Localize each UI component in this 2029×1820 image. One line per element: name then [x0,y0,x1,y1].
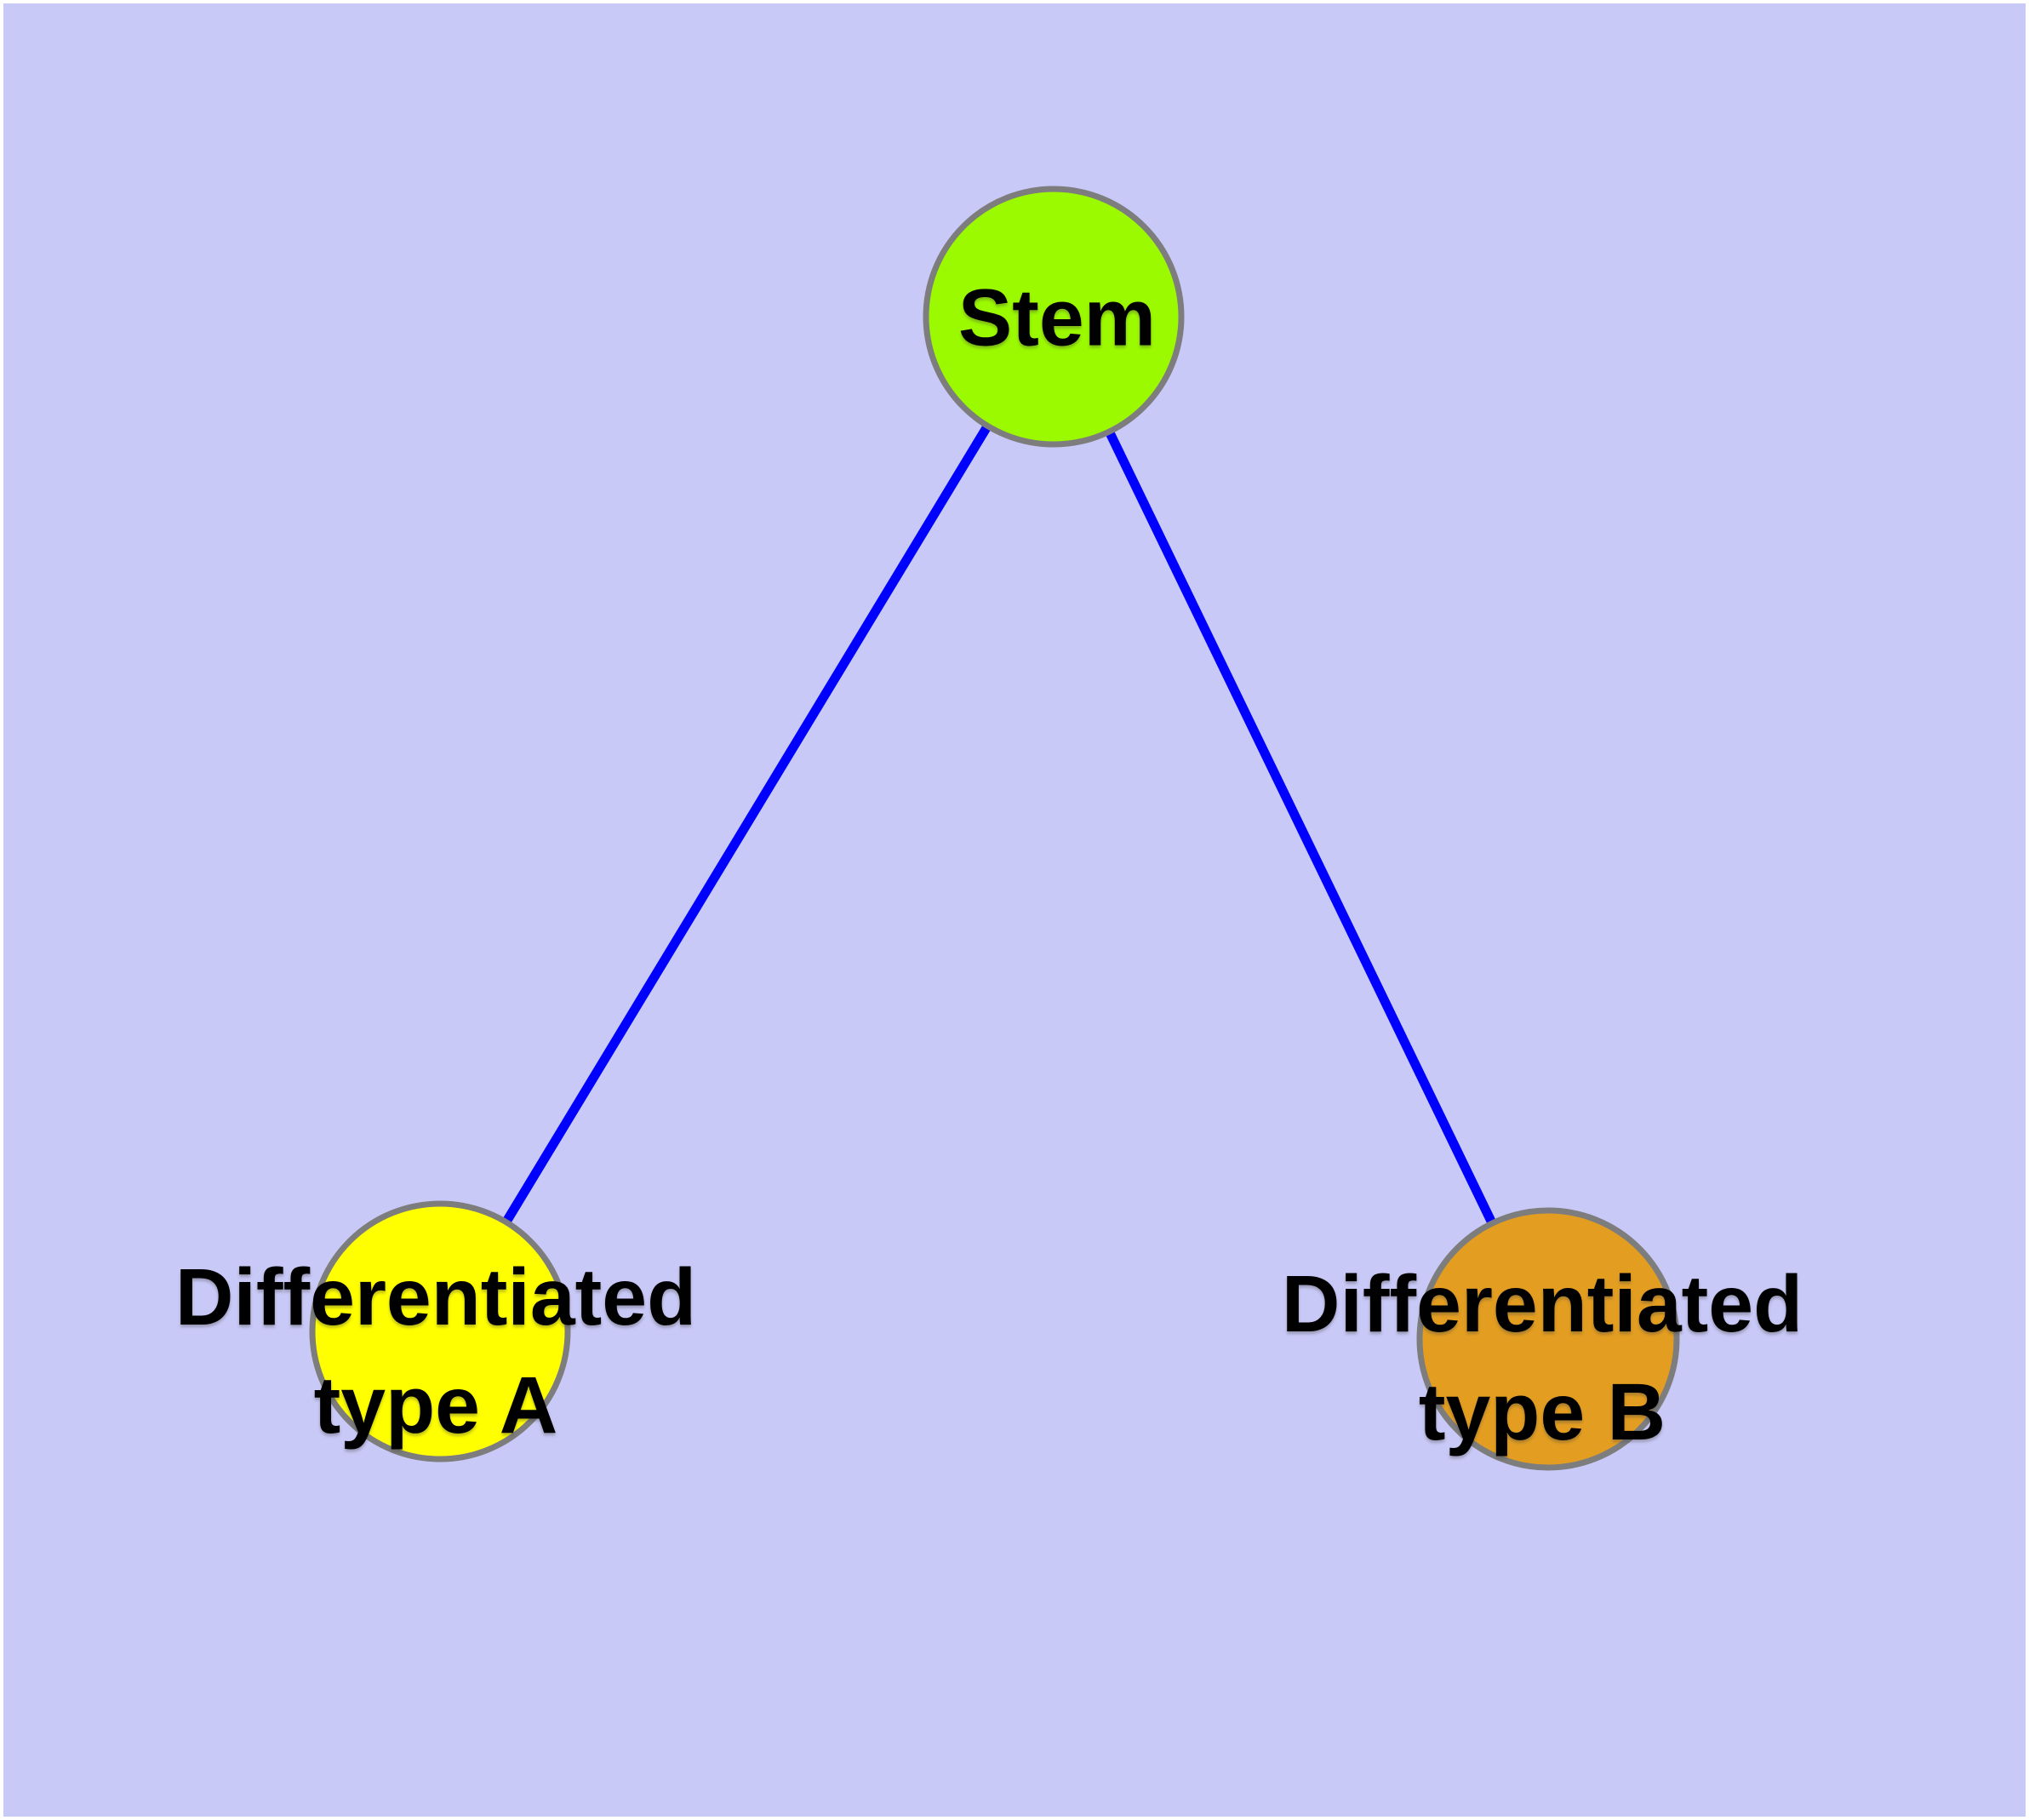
node-type-a-label: Differentiated type A [175,1244,696,1460]
node-group [309,186,1680,1471]
edge-stem-to-type-a [436,314,1058,1334]
node-type-b-label-line1: Differentiated [1281,1259,1803,1349]
node-type-a-circle [309,1200,571,1462]
node-type-b-label: Differentiated type B [1282,1251,1803,1467]
node-type-a-label-line2: type A [313,1360,558,1451]
node-stem-label: Stem [957,272,1157,363]
node-stem-circle [923,186,1185,448]
node-type-a-label-line1: Differentiated [174,1252,697,1342]
edge-stem-to-type-b [1049,314,1552,1342]
node-type-b-circle [1416,1207,1680,1471]
node-type-b-label-line2: type B [1418,1367,1666,1457]
